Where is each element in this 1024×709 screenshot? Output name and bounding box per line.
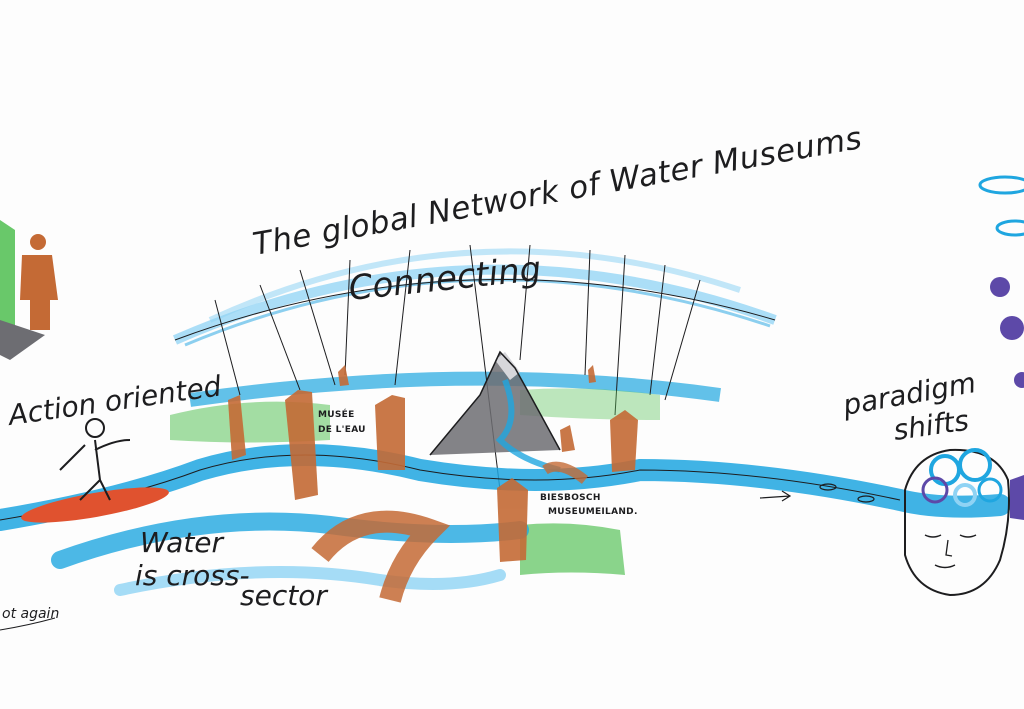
connecting-label: Connecting	[347, 249, 543, 309]
surfer-figure	[19, 419, 171, 530]
biesbosch-label-line2: MUSEUMEILAND.	[548, 507, 638, 517]
water-label-line2: is cross-	[135, 559, 250, 592]
biesbosch-label-line1: BIESBOSCH	[540, 493, 601, 503]
water-label-line3: sector	[240, 579, 328, 612]
thinking-head	[905, 450, 1009, 595]
musee-label-line2: DE L'EAU	[318, 425, 366, 435]
water-label-line1: Water	[140, 526, 225, 559]
people-group	[0, 220, 58, 360]
title-text: The global Network of Water Museums	[250, 120, 865, 263]
musee-label-line1: MUSÉE	[318, 408, 355, 420]
